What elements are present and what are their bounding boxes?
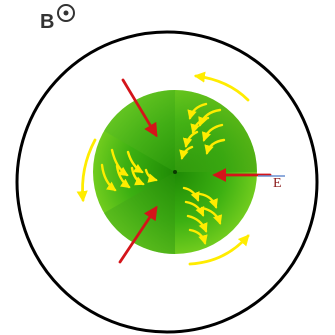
disk-sector-right	[175, 90, 257, 172]
disk-center-dot	[173, 170, 177, 174]
b-field-label: B	[40, 11, 54, 33]
e-field-label: E	[273, 176, 282, 191]
dot-in-circle-icon	[58, 5, 74, 21]
